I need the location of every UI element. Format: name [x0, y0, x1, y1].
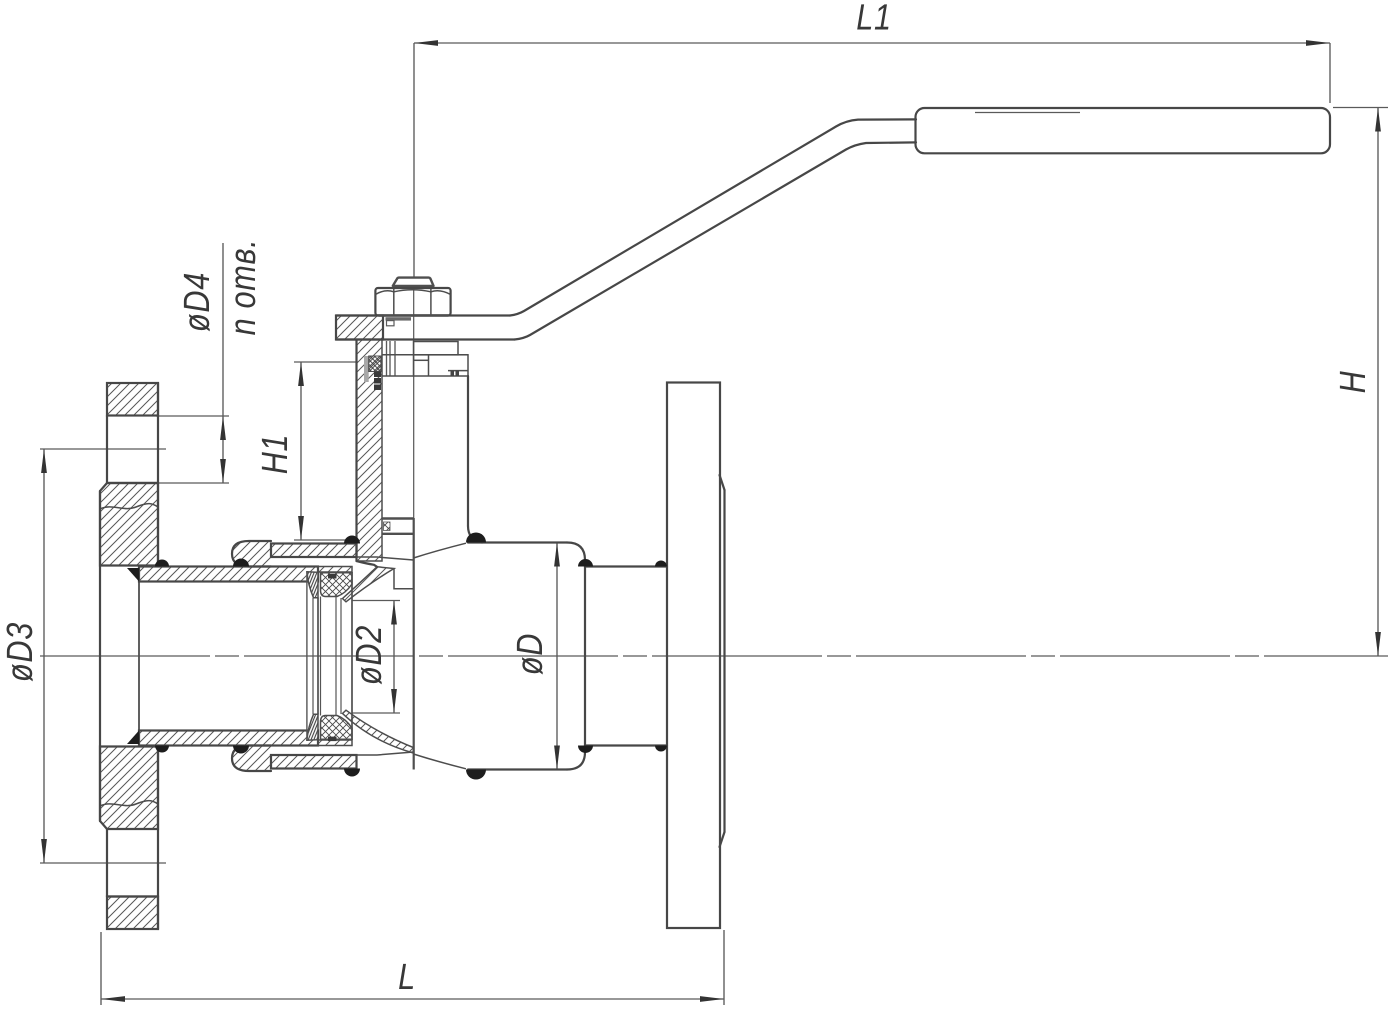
svg-text:L: L [398, 956, 416, 997]
svg-text:n отв.: n отв. [222, 239, 263, 336]
svg-text:H1: H1 [254, 434, 295, 475]
svg-text:øD2: øD2 [348, 625, 389, 685]
svg-text:øD3: øD3 [0, 622, 40, 682]
svg-text:L1: L1 [856, 0, 891, 38]
svg-text:H: H [1332, 371, 1373, 394]
svg-text:øD4: øD4 [176, 272, 217, 332]
svg-text:øD: øD [509, 633, 550, 675]
